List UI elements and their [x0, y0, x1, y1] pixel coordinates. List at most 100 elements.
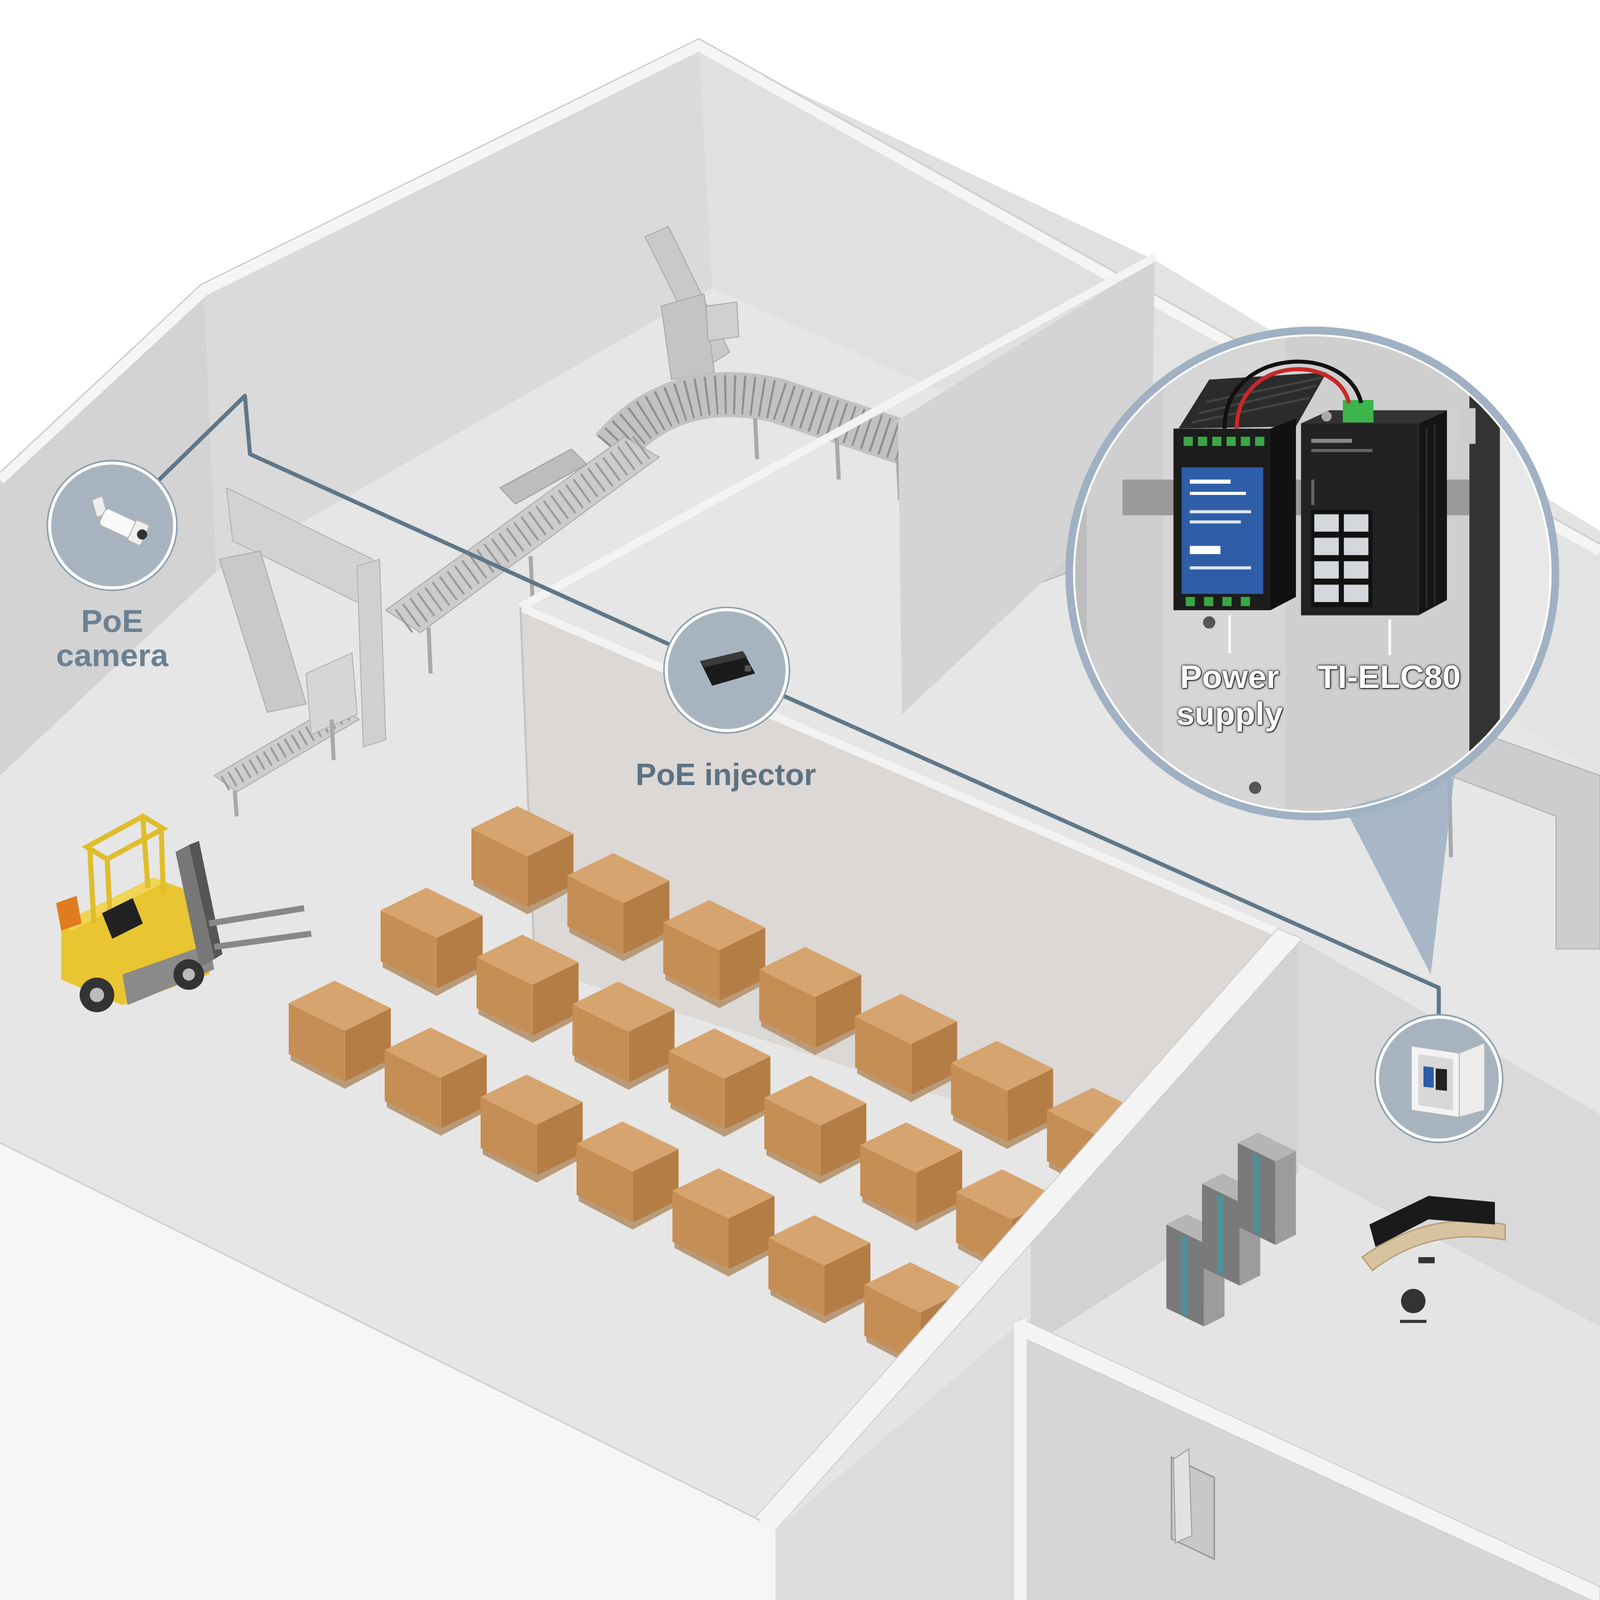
pallet-boxes — [764, 1075, 867, 1184]
pallet-boxes — [860, 1122, 963, 1231]
enclosure-photo — [1433, 424, 1436, 605]
enclosure-photo — [1061, 318, 1480, 829]
conveyor-machinery — [706, 301, 739, 341]
enclosure-photo — [1300, 423, 1419, 616]
callout-outline — [664, 607, 790, 733]
forklift — [173, 958, 204, 990]
label-holder: Power supply — [1152, 658, 1308, 733]
pallet-boxes — [380, 888, 483, 997]
server-racks — [1237, 1132, 1296, 1162]
forklift — [89, 849, 94, 924]
conveyor-machinery — [612, 394, 924, 450]
pallet-boxes — [384, 1027, 487, 1136]
enclosure-photo — [1418, 410, 1447, 616]
forklift — [56, 896, 82, 931]
enclosure-photo — [1314, 584, 1339, 603]
pallet-boxes — [854, 994, 957, 1045]
enclosure-photo — [1061, 318, 1564, 829]
callout-outline — [662, 605, 791, 735]
control-room — [775, 1322, 1021, 1600]
enclosure-photo — [1344, 561, 1369, 579]
enclosure-photo — [1311, 438, 1353, 444]
enclosure-photo — [1321, 411, 1332, 422]
enclosure-photo — [1173, 428, 1271, 611]
enclosure-photo — [1178, 372, 1327, 429]
enclosure-photo — [1212, 436, 1222, 446]
enclosure-photo — [1241, 436, 1251, 446]
control-room — [1030, 940, 1298, 1347]
callout-fills — [1378, 1018, 1500, 1139]
forklift — [188, 841, 223, 960]
callout-outline — [665, 609, 788, 732]
injector-icon — [700, 651, 756, 686]
pallet-boxes — [950, 1041, 1053, 1150]
callout-fills — [51, 464, 174, 588]
building-shell — [0, 290, 217, 776]
camera-icon — [126, 519, 150, 546]
enclosure-photo — [1425, 428, 1428, 608]
control-room — [1298, 938, 1600, 1327]
callout-outline — [1374, 1014, 1503, 1143]
enclosure-photo — [1205, 377, 1323, 403]
callout-outline — [49, 462, 175, 589]
forklift — [89, 987, 104, 1003]
pallet-boxes — [567, 852, 670, 903]
injector-icon — [700, 651, 748, 668]
pallet-boxes — [668, 1028, 771, 1079]
conveyor-machinery — [219, 550, 307, 712]
injector-icon — [745, 665, 751, 671]
pallet-boxes — [476, 934, 579, 1044]
pallet-boxes — [663, 900, 766, 951]
building-shell — [204, 45, 713, 572]
forklift — [142, 818, 149, 888]
callout-fills — [667, 611, 786, 730]
forklift — [214, 933, 312, 948]
enclosure-photo — [1311, 449, 1373, 453]
pallet-boxes — [471, 805, 574, 915]
enclosure-photo — [1189, 491, 1246, 495]
conveyor-machinery — [836, 438, 839, 480]
enclosure-photo — [1224, 361, 1362, 429]
pallet-boxes — [480, 1074, 583, 1183]
camera-icon — [91, 496, 152, 547]
pallet-boxes — [380, 888, 483, 939]
pallet-boxes — [471, 805, 574, 856]
partition-walls — [520, 257, 1156, 607]
pallet-boxes — [758, 947, 861, 998]
pallet-boxes — [288, 980, 391, 1090]
label-holder: PoE camera — [39, 604, 185, 674]
enclosure-photo — [1388, 619, 1391, 655]
pallet-boxes — [768, 1215, 871, 1266]
enclosure-photo — [1189, 510, 1252, 514]
pallet-boxes — [758, 947, 861, 1056]
forklift — [101, 898, 143, 940]
enclosure-icon — [1423, 1066, 1434, 1088]
cable-group — [158, 395, 1439, 1015]
enclosure-photo — [1185, 596, 1195, 606]
enclosure-photo — [1222, 596, 1232, 606]
enclosure-icon — [1411, 1045, 1460, 1118]
control-room — [0, 1142, 776, 1600]
server-racks — [1166, 1132, 1296, 1327]
operator-desk — [1401, 1288, 1426, 1314]
enclosure-photo — [1311, 510, 1373, 608]
enclosure-photo — [1314, 561, 1339, 579]
callout-outline — [47, 460, 178, 591]
callout-label: PoE injector — [635, 757, 816, 792]
forklift — [209, 908, 304, 924]
pallet-boxes — [576, 1121, 679, 1172]
pallet-boxes — [764, 1075, 867, 1126]
forklift — [56, 816, 311, 1013]
pallet-boxes — [384, 1027, 487, 1078]
server-racks — [1252, 1153, 1259, 1235]
camera-callout: PoE camera — [44, 458, 180, 594]
pallet-boxes — [576, 1121, 679, 1230]
label-holder: PoE injector — [635, 757, 818, 792]
building-shell — [0, 45, 1600, 1600]
pallet-boxes — [476, 934, 579, 986]
enclosure-photo — [1344, 514, 1369, 532]
